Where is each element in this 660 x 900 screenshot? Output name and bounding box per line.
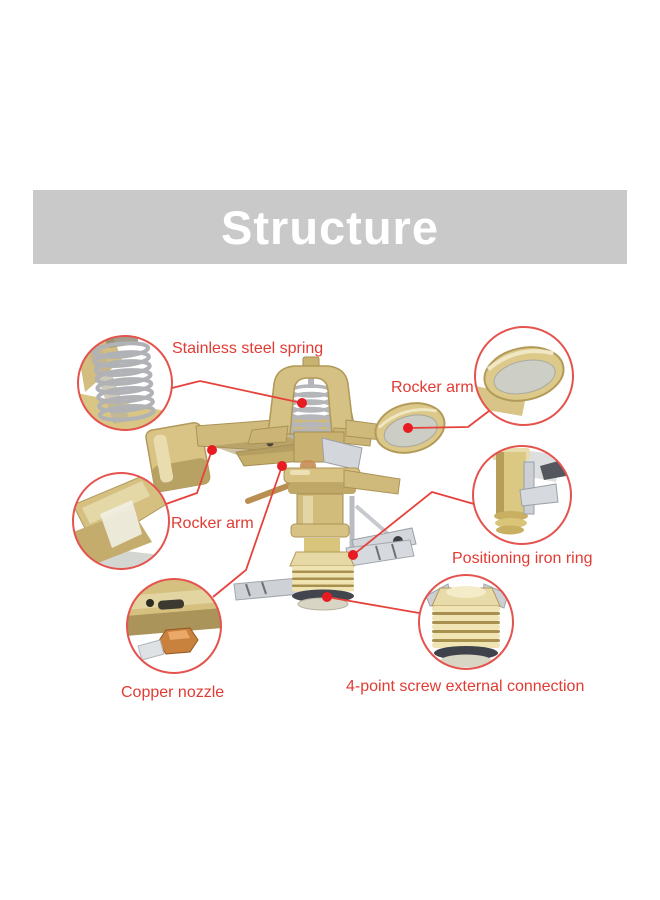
callout-circle-screw [418, 574, 514, 670]
spring-and-yoke [247, 356, 373, 447]
leader-screw [326, 596, 420, 614]
dot-screw [322, 592, 332, 602]
dot-rocker-right [403, 423, 413, 433]
label-4-point-screw: 4-point screw external connection [346, 678, 585, 695]
label-rocker-arm-left: Rocker arm [171, 515, 254, 532]
left-counterweight-paddle [145, 421, 211, 493]
label-copper-nozzle: Copper nozzle [121, 684, 225, 701]
sprinkler-product-illustration [145, 356, 446, 611]
leader-lines [165, 380, 490, 614]
leader-rocker-left [165, 449, 213, 505]
dot-nozzle [277, 461, 287, 471]
callout-circle-iron-ring [472, 445, 572, 545]
callout-circle-nozzle [126, 578, 222, 674]
label-positioning-iron-ring: Positioning iron ring [452, 550, 593, 567]
callout-circle-rocker-left [72, 472, 170, 570]
label-stainless-steel-spring: Stainless steel spring [172, 340, 324, 357]
page-title: Structure [221, 200, 439, 254]
label-rocker-arm-right: Rocker arm [391, 379, 474, 396]
leader-spring [171, 380, 303, 404]
callout-circle-rocker-right [474, 326, 574, 426]
callout-circle-spring [77, 335, 173, 431]
dot-rocker-left [207, 445, 217, 455]
marker-dots [207, 398, 413, 602]
leader-rocker-right [407, 410, 490, 429]
dot-iron-ring [348, 550, 358, 560]
dot-spring [297, 398, 307, 408]
leader-iron-ring [352, 491, 475, 556]
title-banner: Structure [33, 190, 627, 264]
leader-nozzle [212, 465, 283, 598]
